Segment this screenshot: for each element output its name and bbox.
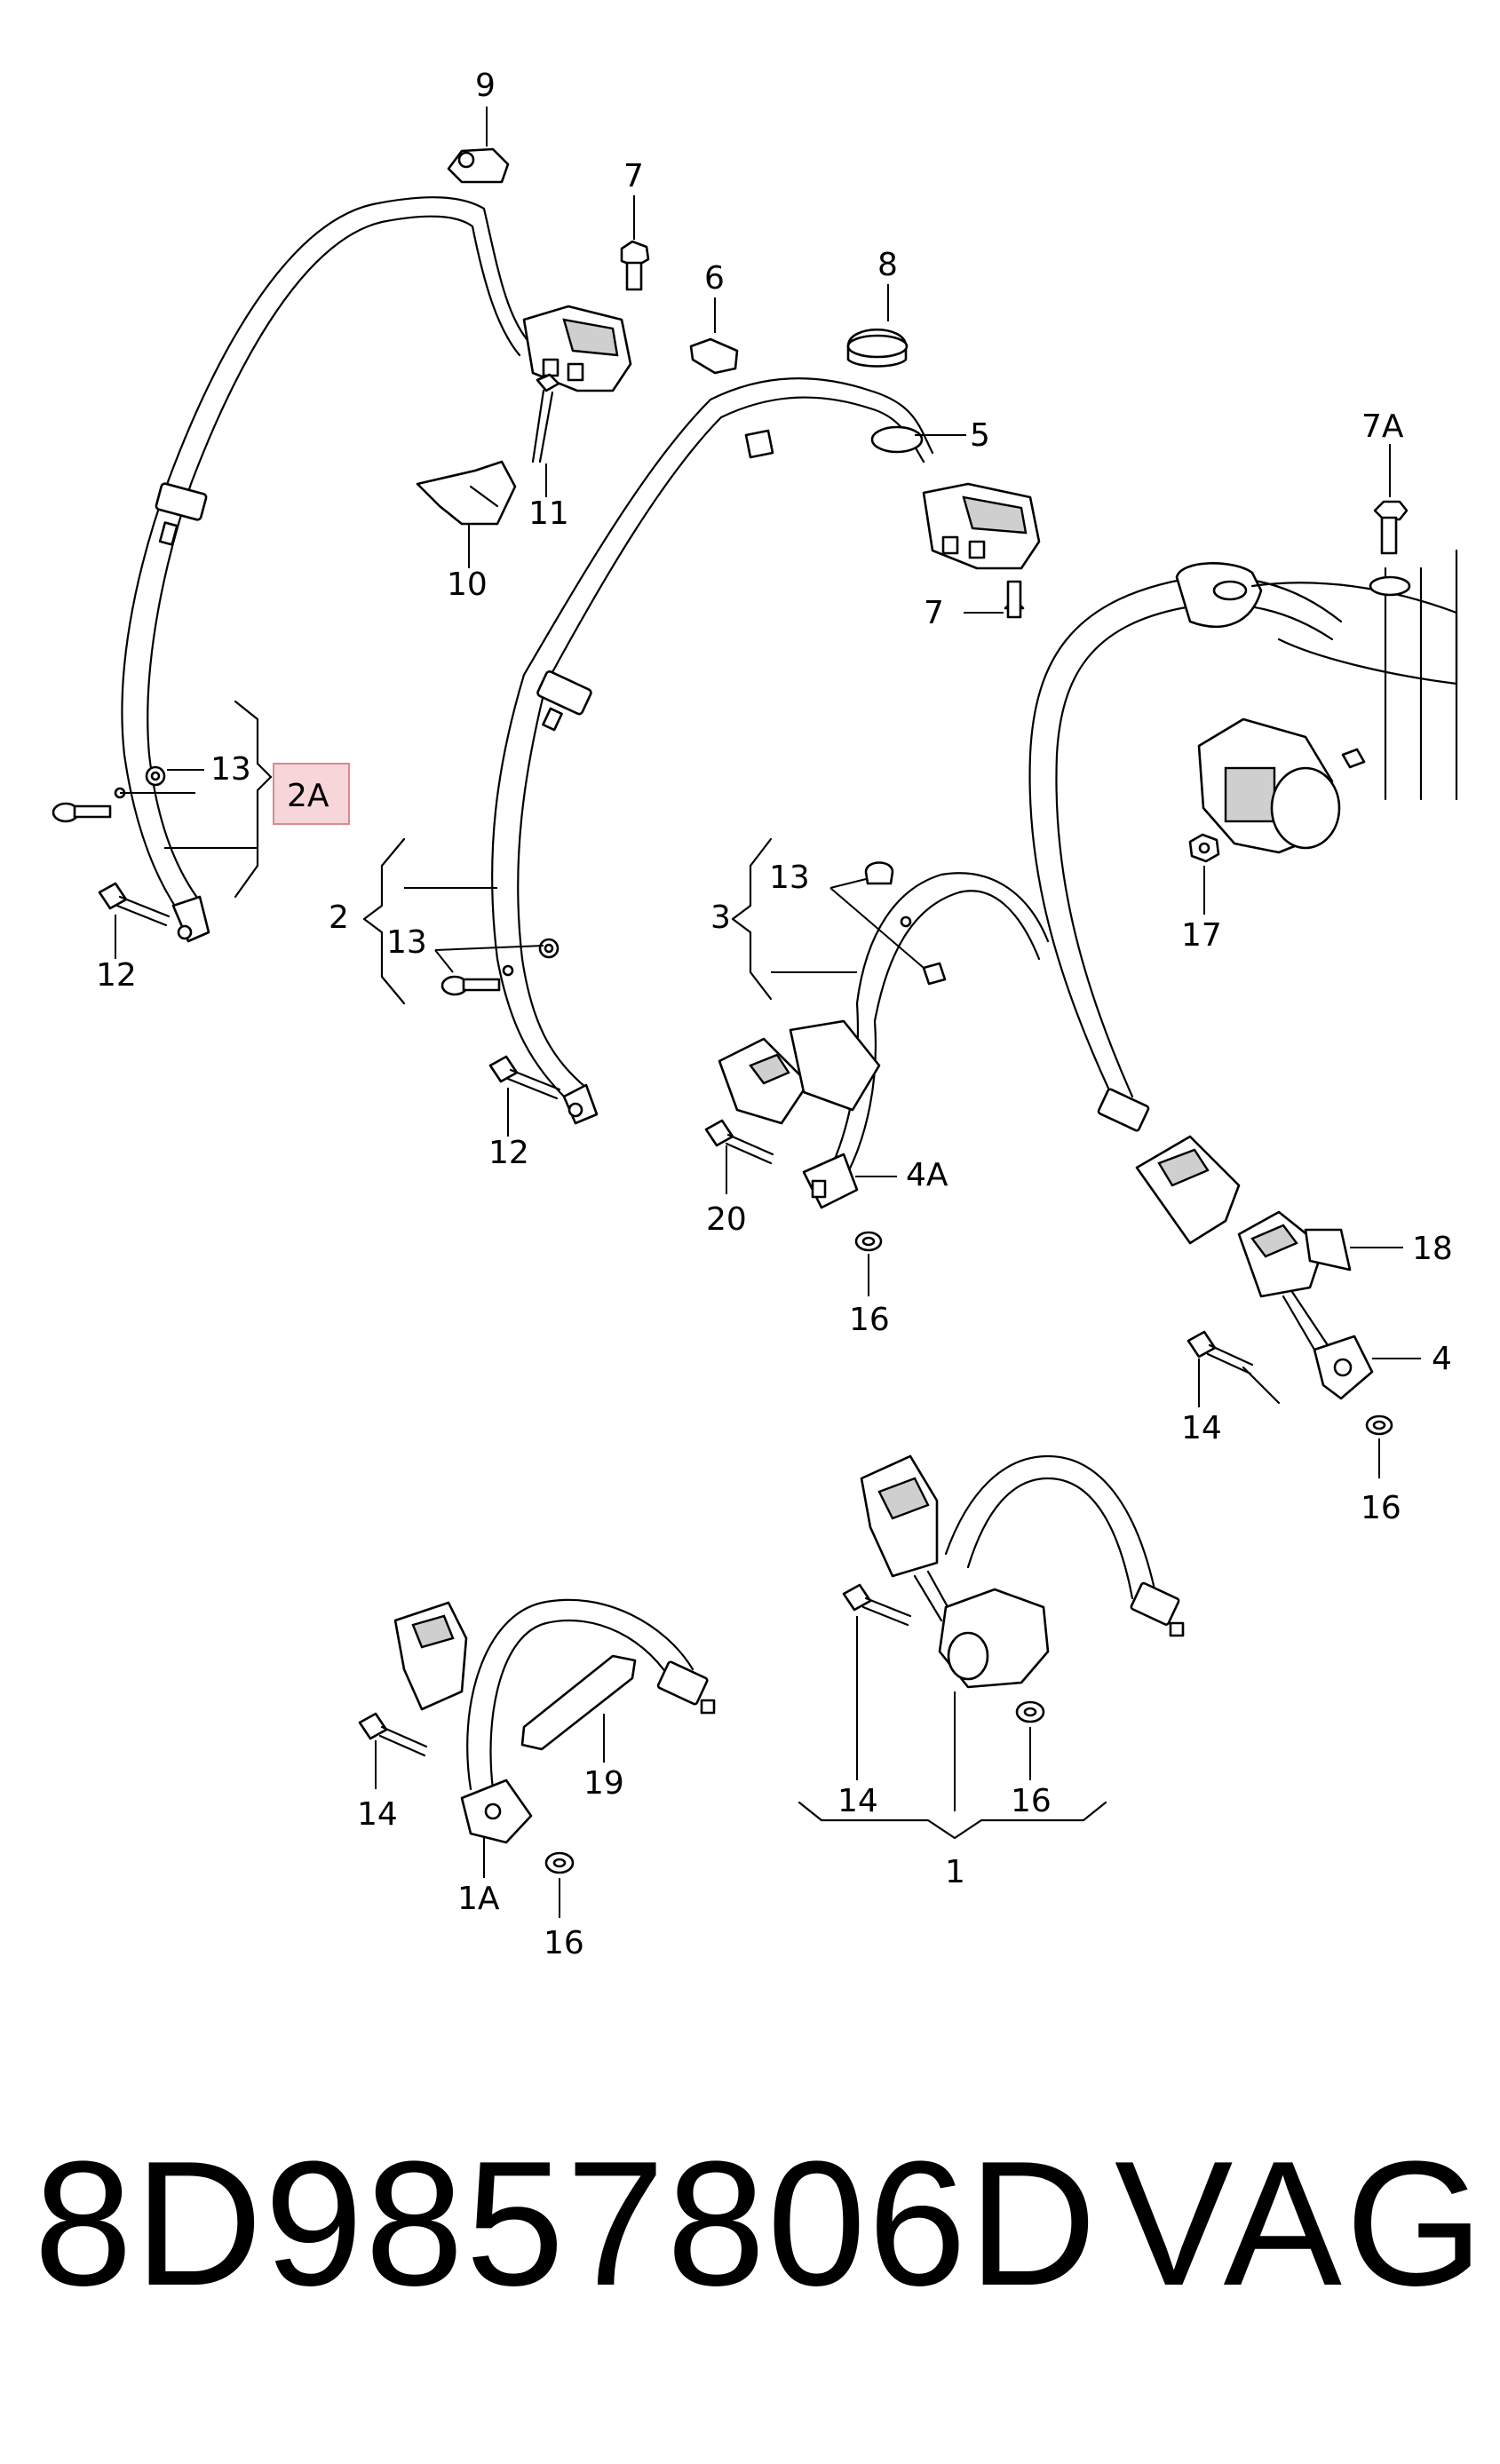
- callout-17: 17: [1181, 917, 1222, 954]
- callout-18: 18: [1412, 1231, 1453, 1267]
- callout-16-center: 16: [849, 1302, 890, 1338]
- callout-16-left: 16: [544, 1925, 584, 1961]
- front-right-belt-assembly: [362, 376, 1041, 1125]
- bracket-10: [416, 373, 560, 568]
- callout-5: 5: [970, 417, 990, 454]
- callout-14-left: 14: [357, 1796, 398, 1833]
- callout-8: 8: [877, 247, 898, 283]
- callout-16-right: 16: [1361, 1490, 1401, 1526]
- callout-6: 6: [704, 260, 725, 297]
- callout-10: 10: [447, 566, 488, 603]
- callout-9: 9: [475, 67, 496, 104]
- callout-19: 19: [583, 1765, 624, 1802]
- rear-belt-assembly-1A: [358, 1598, 716, 1918]
- callout-13: 13: [210, 751, 251, 788]
- callout-1: 1: [945, 1854, 965, 1890]
- callout-13-center: 13: [769, 860, 810, 896]
- callout-1A: 1A: [457, 1881, 500, 1917]
- clip-6: [689, 297, 739, 375]
- callout-3: 3: [710, 899, 731, 936]
- brand-label: VAG: [1115, 2125, 1488, 2323]
- front-left-belt-assembly: [52, 196, 632, 943]
- callout-7-lower: 7: [924, 595, 944, 631]
- cap-8: [846, 284, 909, 368]
- rear-center-belt-assembly: [704, 837, 1050, 1296]
- callout-7A: 7A: [1361, 408, 1404, 445]
- bolt-7-top: [620, 195, 650, 291]
- callout-14-mid: 14: [837, 1783, 878, 1819]
- callout-13-mid: 13: [386, 924, 427, 961]
- callout-11: 11: [528, 495, 569, 532]
- callout-16-mid: 16: [1011, 1783, 1052, 1819]
- callout-12-mid: 12: [488, 1135, 529, 1171]
- cover-9: [447, 107, 510, 184]
- callout-14-right: 14: [1181, 1410, 1222, 1446]
- rear-outer-belt-assembly: [1028, 444, 1458, 1478]
- callout-20: 20: [706, 1201, 747, 1238]
- rear-belt-assembly-1: [798, 1454, 1185, 1840]
- part-number: 8D9857806D: [34, 2125, 1099, 2323]
- callout-2A: 2A: [287, 778, 329, 814]
- callout-2: 2: [329, 899, 349, 936]
- callout-7: 7: [623, 158, 644, 194]
- callout-12: 12: [96, 957, 137, 994]
- callout-4: 4: [1432, 1341, 1452, 1377]
- callout-4A: 4A: [906, 1157, 948, 1193]
- seat-belt-exploded-diagram: 9 7 6 8 5 7A 11 10 7 13 2A 17 13 2 3 13 …: [52, 67, 1458, 1961]
